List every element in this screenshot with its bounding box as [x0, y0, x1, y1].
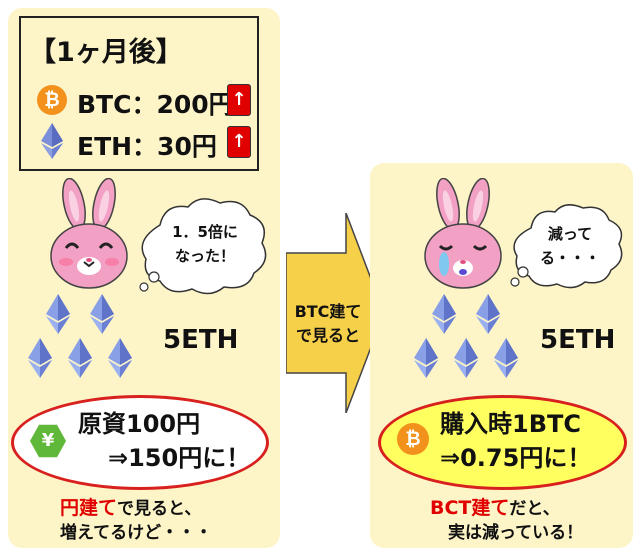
bitcoin-icon: ₿	[37, 85, 67, 115]
right-arrow-icon	[286, 213, 385, 413]
up-arrow-icon: ↑	[227, 126, 251, 158]
bitcoin-icon: ₿	[397, 423, 429, 455]
ethereum-icon	[454, 338, 478, 378]
left-ellipse-line1: 原資100円	[78, 410, 201, 438]
left-ellipse-line2: ⇒150円に！	[108, 444, 251, 472]
price-box: 【1ヶ月後】 ₿ BTC：200円 ↑ ETH：30円 ↑	[19, 16, 259, 171]
speech-bubble-icon	[510, 204, 623, 289]
ethereum-icon	[494, 338, 518, 378]
ethereum-icon	[108, 338, 132, 378]
ethereum-icon	[414, 338, 438, 378]
up-arrow-icon: ↑	[227, 84, 251, 116]
right-result-ellipse	[378, 395, 627, 490]
right-caption-rest: だと、	[509, 499, 560, 519]
left-caption-line1: 円建てで見ると、	[60, 493, 201, 520]
bunny-happy-icon	[50, 178, 128, 289]
arrow-label: BTC建て で見ると	[284, 300, 372, 348]
left-caption-line2: 増えてるけど・・・	[60, 523, 213, 543]
ethereum-icon	[90, 294, 114, 334]
btc-price-label: BTC：200円	[77, 90, 234, 119]
price-box-title: 【1ヶ月後】	[29, 37, 183, 68]
arrow-label-line1: BTC建て	[294, 302, 362, 321]
right-bubble-line2: る・・・	[539, 249, 600, 267]
ethereum-icon	[41, 123, 63, 159]
left-bubble-line1: 1．5倍に	[172, 223, 238, 241]
arrow-label-line2: で見ると	[295, 326, 360, 345]
bunny-crying-icon	[424, 178, 502, 289]
ethereum-icon	[432, 294, 456, 334]
eth-cluster	[28, 294, 132, 378]
ethereum-icon	[68, 338, 92, 378]
right-caption-line1: BCT建てだと、	[430, 493, 560, 520]
ethereum-icon	[28, 338, 52, 378]
eth-price-row: ETH：30円 ↑	[35, 123, 255, 161]
left-bubble-text: 1．5倍に なった！	[150, 220, 260, 268]
left-eth-count: 5ETH	[163, 325, 239, 355]
right-bubble-text: 減って る・・・	[520, 222, 620, 270]
right-ellipse-line2: ⇒0.75円に！	[440, 444, 592, 472]
right-eth-count: 5ETH	[540, 325, 616, 355]
right-bubble-line1: 減って	[547, 225, 593, 243]
eth-price-label: ETH：30円	[77, 132, 217, 161]
btc-price-row: ₿ BTC：200円 ↑	[35, 83, 255, 119]
eth-cluster	[414, 294, 518, 378]
left-caption-red: 円建て	[60, 497, 118, 519]
ethereum-icon	[46, 294, 70, 334]
yen-icon: ¥	[30, 424, 66, 458]
right-caption-red: BCT建て	[430, 497, 510, 519]
right-ellipse-line1: 購入時1BTC	[440, 410, 581, 438]
speech-bubble-icon	[139, 198, 267, 295]
left-caption-rest: で見ると、	[117, 499, 202, 519]
right-caption-line2: 実は減っている！	[448, 523, 584, 543]
left-bubble-line2: なった！	[174, 247, 235, 265]
ethereum-icon	[476, 294, 500, 334]
